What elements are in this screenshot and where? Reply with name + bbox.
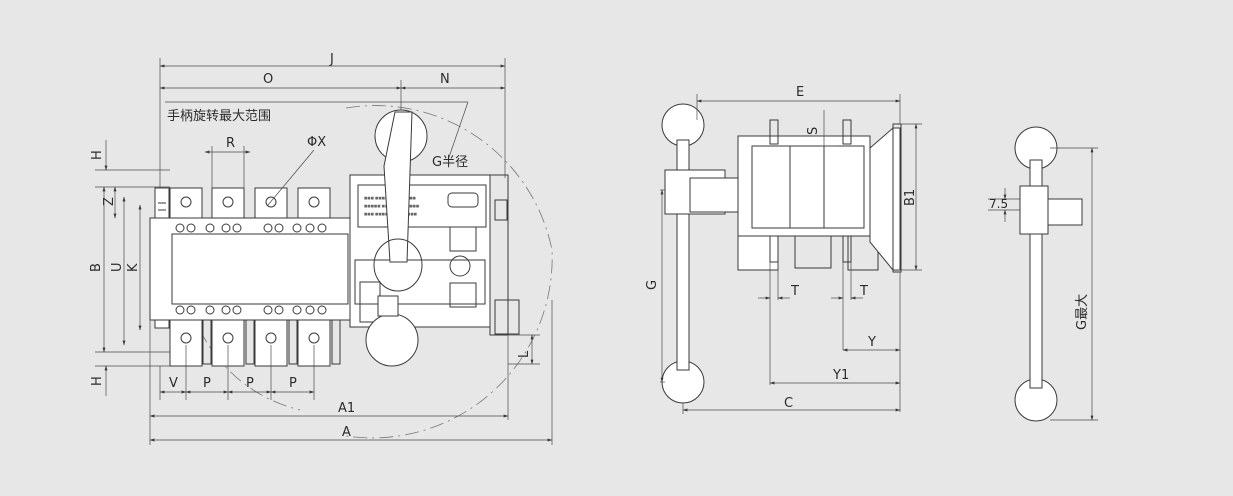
dim-P2: P (246, 376, 254, 391)
dim-K: K (126, 263, 141, 272)
dim-A1: A1 (338, 401, 355, 416)
dim-Y1: Y1 (832, 368, 849, 383)
dim-G-max: G最大 (1075, 294, 1090, 330)
dim-V: V (169, 376, 178, 391)
rotation-range-arc (345, 105, 553, 439)
hole-diameter-label: ΦX (307, 135, 326, 150)
radius-label: G半径 (432, 155, 468, 170)
rotation-range-label: 手柄旋转最大范围 (167, 109, 271, 124)
dim-G: G (645, 280, 660, 290)
handle-view: 7.5 G最大 (988, 126, 1098, 422)
dim-R: R (226, 136, 235, 151)
dim-7.5: 7.5 (989, 197, 1008, 211)
dim-J: J (329, 52, 334, 67)
dim-B: B (89, 263, 104, 272)
dim-T-right: T (859, 284, 868, 299)
dim-H-top: H (90, 150, 105, 160)
dim-A: A (342, 425, 351, 440)
dim-Z: Z (102, 197, 117, 206)
dim-P1: P (203, 376, 211, 391)
dim-P3: P (289, 376, 297, 391)
dim-T-left: T (790, 284, 799, 299)
dim-B1: B1 (903, 189, 918, 206)
dim-Y: Y (867, 335, 876, 350)
dim-E: E (796, 85, 804, 100)
side-view: E S B1 G T T Y Y1 C (645, 85, 922, 414)
dim-H-bottom: H (90, 376, 105, 386)
dim-S: S (806, 127, 821, 135)
front-view: ■■■ ■■■■■■ ■■■■■■ ■■■■■ ■■■■■■■ ■■■■ ■■■… (89, 52, 553, 445)
dim-U: U (110, 262, 125, 272)
dim-L: L (517, 350, 532, 358)
dim-O: O (263, 72, 273, 87)
dim-C: C (784, 396, 793, 411)
dim-N: N (440, 72, 450, 87)
